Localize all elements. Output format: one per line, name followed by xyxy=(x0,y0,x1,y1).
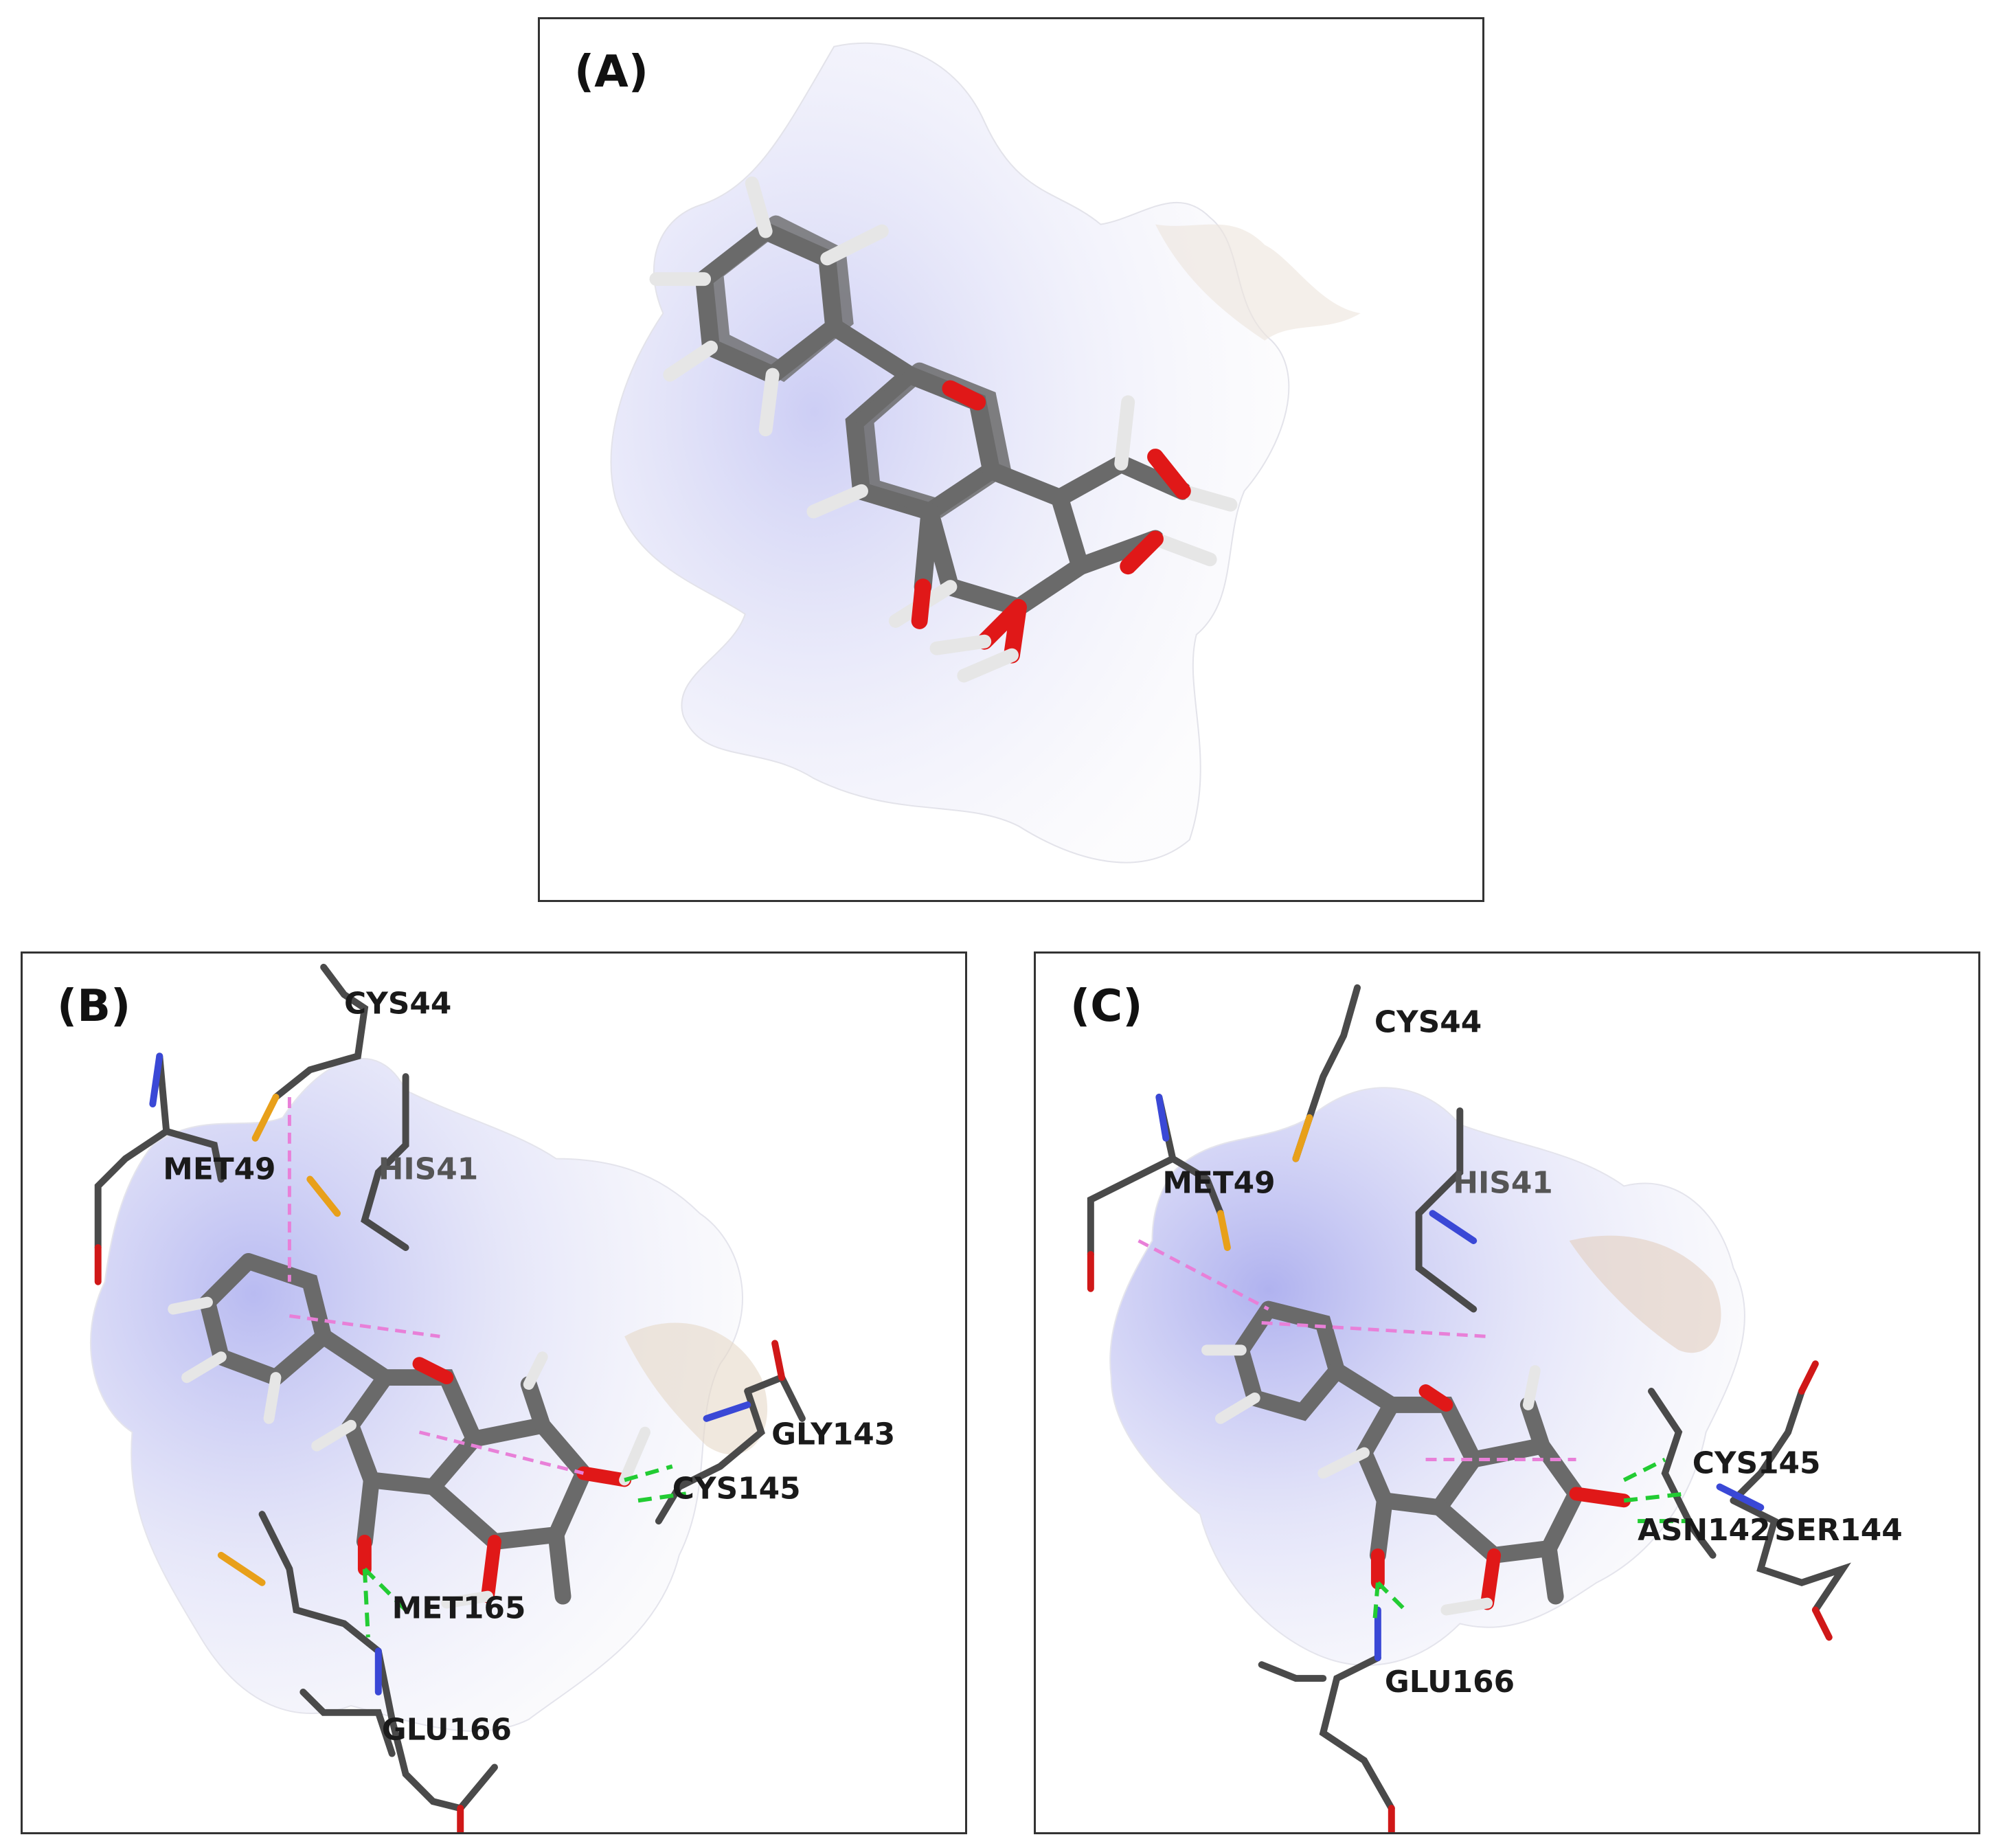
panel-b: (B) xyxy=(21,951,967,1834)
ligand-oxygens xyxy=(911,380,1191,664)
residue-label-cys145: CYS145 xyxy=(1693,1445,1821,1480)
residue-sticks xyxy=(94,963,806,1812)
panel-a-label: (A) xyxy=(574,47,649,98)
residue-label-cys44: CYS44 xyxy=(1374,1004,1482,1039)
residue-label-gly143: GLY143 xyxy=(771,1417,895,1452)
pi-interaction-lines xyxy=(1138,1239,1576,1462)
residue-label-cys145: CYS145 xyxy=(672,1471,801,1506)
docking-pose-c-render: CYS44 MET49 HIS41 CYS145 ASN142 SER144 G… xyxy=(1087,984,1903,1832)
panel-c-label: (C) xyxy=(1070,981,1143,1032)
nitrogen-bonds xyxy=(1155,1094,1765,1662)
residue-label-met165: MET165 xyxy=(392,1590,526,1625)
panel-b-label: (B) xyxy=(57,981,131,1032)
residue-label-cys44: CYS44 xyxy=(344,987,451,1022)
ligand-hydrogens xyxy=(649,176,1238,628)
sulfur-bonds xyxy=(1216,1114,1313,1251)
residue-sticks xyxy=(1087,984,1851,1812)
residue-label-glu166: GLU166 xyxy=(382,1713,512,1748)
docking-pose-b-render: CYS44 MET49 HIS41 GLY143 CYS145 MET165 G… xyxy=(89,963,895,1832)
residue-label-his41: HIS41 xyxy=(1453,1165,1552,1200)
residue-label-asn142: ASN142 xyxy=(1638,1513,1770,1548)
residue-label-met49: MET49 xyxy=(1162,1165,1275,1200)
superimposed-ligands-render xyxy=(610,42,1361,864)
residue-label-his41: HIS41 xyxy=(378,1151,478,1186)
nitrogen-bonds xyxy=(149,1052,751,1695)
residue-label-glu166: GLU166 xyxy=(1385,1665,1515,1700)
sulfur-bonds xyxy=(217,1094,341,1586)
pi-interaction-lines xyxy=(287,1097,584,1475)
hydrogen-bond-lines xyxy=(1372,1457,1693,1624)
residue-label-ser144: SER144 xyxy=(1774,1513,1903,1548)
residue-labels: CYS44 MET49 HIS41 GLY143 CYS145 MET165 G… xyxy=(163,987,895,1748)
panel-c: (C) xyxy=(1034,951,1980,1834)
panel-a: (A) xyxy=(538,17,1484,902)
residue-labels: CYS44 MET49 HIS41 CYS145 ASN142 SER144 G… xyxy=(1162,1004,1902,1699)
residue-label-met49: MET49 xyxy=(163,1151,275,1186)
hydrogen-bond-lines xyxy=(362,1464,687,1638)
